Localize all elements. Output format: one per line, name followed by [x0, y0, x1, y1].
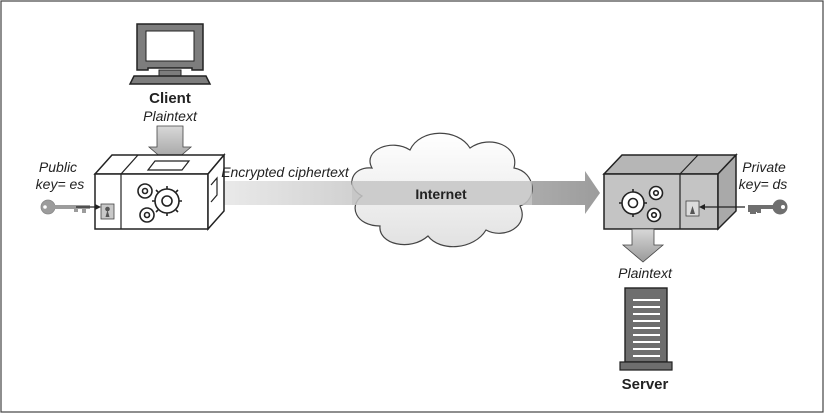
cloud-icon: [351, 132, 533, 248]
client-plaintext-label: Plaintext: [143, 108, 198, 124]
lock-icon: [100, 203, 115, 220]
decryptor-box: [602, 153, 738, 231]
plaintext-output-arrow: [621, 228, 665, 263]
encrypted-ciphertext-label: Encrypted ciphertext: [221, 164, 350, 180]
private-key-label-line2: key= ds: [739, 176, 788, 192]
gear-icon: [619, 185, 664, 223]
server-plaintext-label: Plaintext: [618, 265, 673, 281]
server-label: Server: [622, 376, 669, 393]
client-title: Client: [149, 90, 191, 107]
private-key-label-line1: Private: [742, 159, 786, 175]
monitor-icon: [128, 23, 212, 85]
public-key-label-line1: Public: [39, 159, 77, 175]
gear-icon: [137, 183, 182, 223]
lock-icon: [685, 200, 700, 217]
server-icon: [619, 287, 673, 371]
internet-label: Internet: [415, 186, 467, 202]
public-key-label-line2: key= es: [36, 176, 85, 192]
encryptor-box: [93, 152, 226, 231]
key-icon: [748, 199, 788, 215]
